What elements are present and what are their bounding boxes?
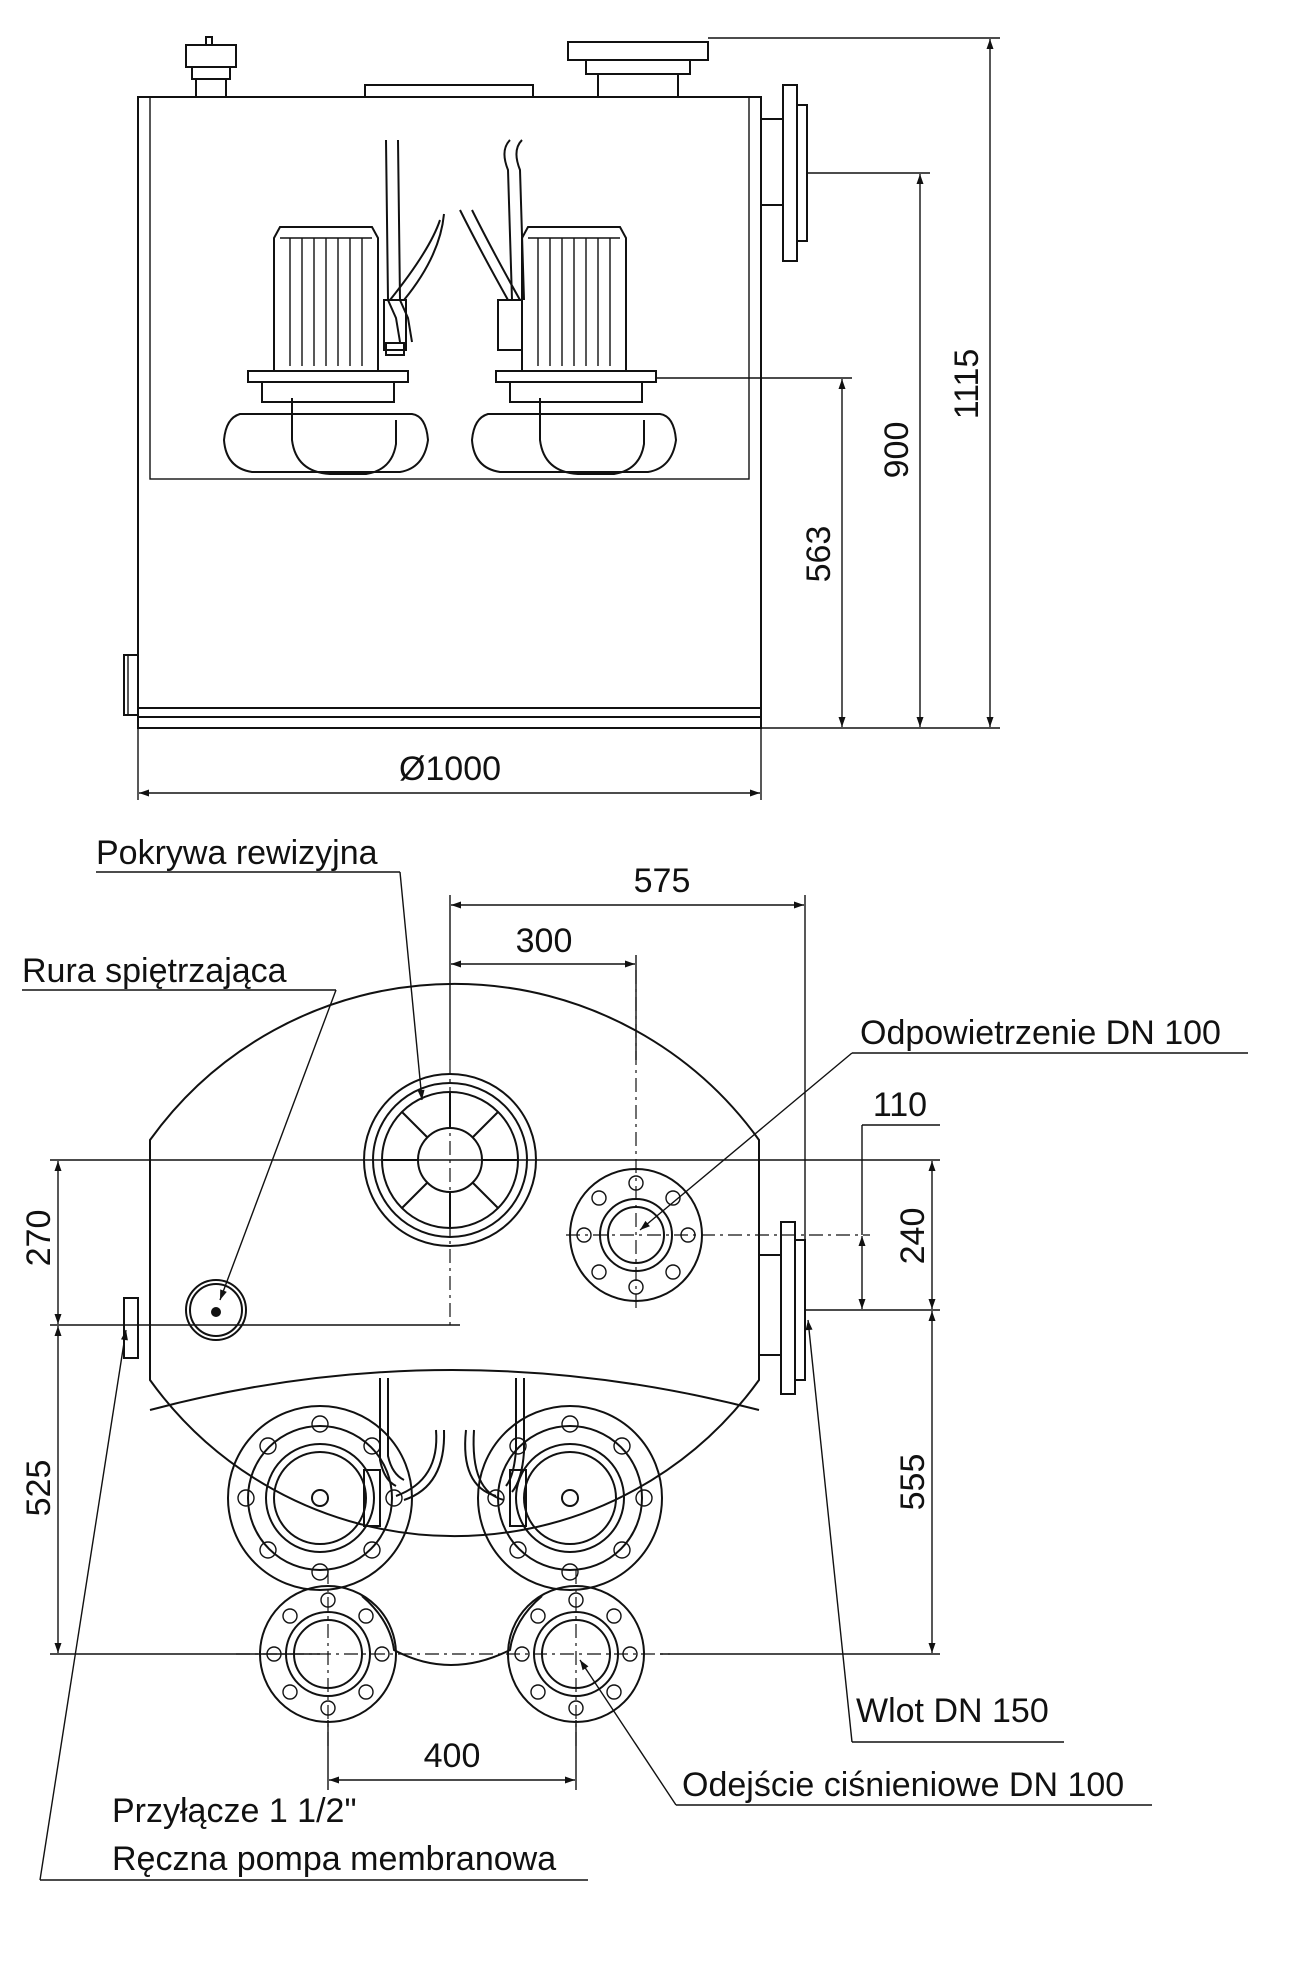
dim-555: 555 <box>894 1311 936 1653</box>
inspection-cover-top <box>364 84 534 98</box>
pump-left-elevation <box>222 139 445 475</box>
callout-connection: Przyłącze 1 1/2" Ręczna pompa membranowa <box>39 1329 588 1881</box>
dim-525-label: 525 <box>20 1460 58 1517</box>
label-connection-line2: Ręczna pompa membranowa <box>112 1840 556 1878</box>
pump-right-elevation <box>459 139 678 475</box>
dim-110-label: 110 <box>873 1086 927 1124</box>
dim-400: 400 <box>327 1720 577 1790</box>
dim-525: 525 <box>20 1326 62 1653</box>
dim-400-label: 400 <box>424 1737 481 1775</box>
inlet-flange-elevation <box>760 84 808 262</box>
callout-vent: Odpowietrzenie DN 100 <box>639 1014 1248 1231</box>
tank-outline-plan <box>149 982 760 1538</box>
plan-view: 575 300 110 240 555 270 <box>20 834 1248 1881</box>
label-inspection-cover: Pokrywa rewizyjna <box>96 834 378 872</box>
outlet-connector <box>361 1595 543 1666</box>
dim-1115-label: 1115 <box>948 349 986 420</box>
dim-555-label: 555 <box>894 1454 932 1511</box>
dim-563: 563 <box>656 377 852 727</box>
dim-563-label: 563 <box>800 526 838 583</box>
centerlines <box>236 970 870 1750</box>
label-inlet: Wlot DN 150 <box>856 1692 1049 1730</box>
dim-240-label: 240 <box>894 1208 932 1265</box>
pump-left-plan <box>227 1378 446 1591</box>
dim-900-label: 900 <box>878 422 916 479</box>
inlet-flange-plan <box>758 1221 806 1395</box>
dim-300-label: 300 <box>516 922 573 960</box>
backflow-pipe-cap <box>185 36 237 98</box>
pump-right-plan <box>464 1378 663 1591</box>
dim-900: 900 <box>807 172 930 727</box>
side-connection-plan <box>123 1297 139 1359</box>
callout-inspection-cover: Pokrywa rewizyjna <box>96 834 425 1101</box>
callout-backflow-pipe: Rura spiętrzająca <box>22 952 337 1301</box>
label-connection-line1: Przyłącze 1 1/2" <box>112 1792 357 1830</box>
tank-inner-chamber <box>149 96 750 480</box>
tank-body <box>137 96 762 718</box>
dim-270: 270 <box>20 1161 62 1324</box>
backflow-pipe-plan <box>185 1279 247 1341</box>
callout-inlet: Wlot DN 150 <box>805 1319 1064 1743</box>
vent-flange-elevation <box>567 41 709 98</box>
dim-575: 575 <box>449 862 806 1240</box>
dim-110: 110 <box>858 1086 940 1309</box>
dim-1115: 1115 <box>708 37 1000 727</box>
dim-diameter: Ø1000 <box>137 728 762 800</box>
dim-270-label: 270 <box>20 1210 58 1267</box>
label-backflow-pipe: Rura spiętrzająca <box>22 952 287 990</box>
pump-chamber-divider <box>149 1369 760 1411</box>
dim-240: 240 <box>894 1161 936 1309</box>
callout-pressure-outlet: Odejście ciśnieniowe DN 100 <box>579 1659 1152 1806</box>
label-pressure-outlet: Odejście ciśnieniowe DN 100 <box>682 1766 1124 1804</box>
tank-base-plate <box>137 707 762 729</box>
label-vent: Odpowietrzenie DN 100 <box>860 1014 1221 1052</box>
elevation-view: Ø1000 1115 900 563 <box>123 36 1000 800</box>
dim-diameter-label: Ø1000 <box>399 750 501 788</box>
dim-300: 300 <box>451 922 637 1060</box>
dim-575-label: 575 <box>634 862 691 900</box>
side-connection-elevation <box>123 654 139 716</box>
